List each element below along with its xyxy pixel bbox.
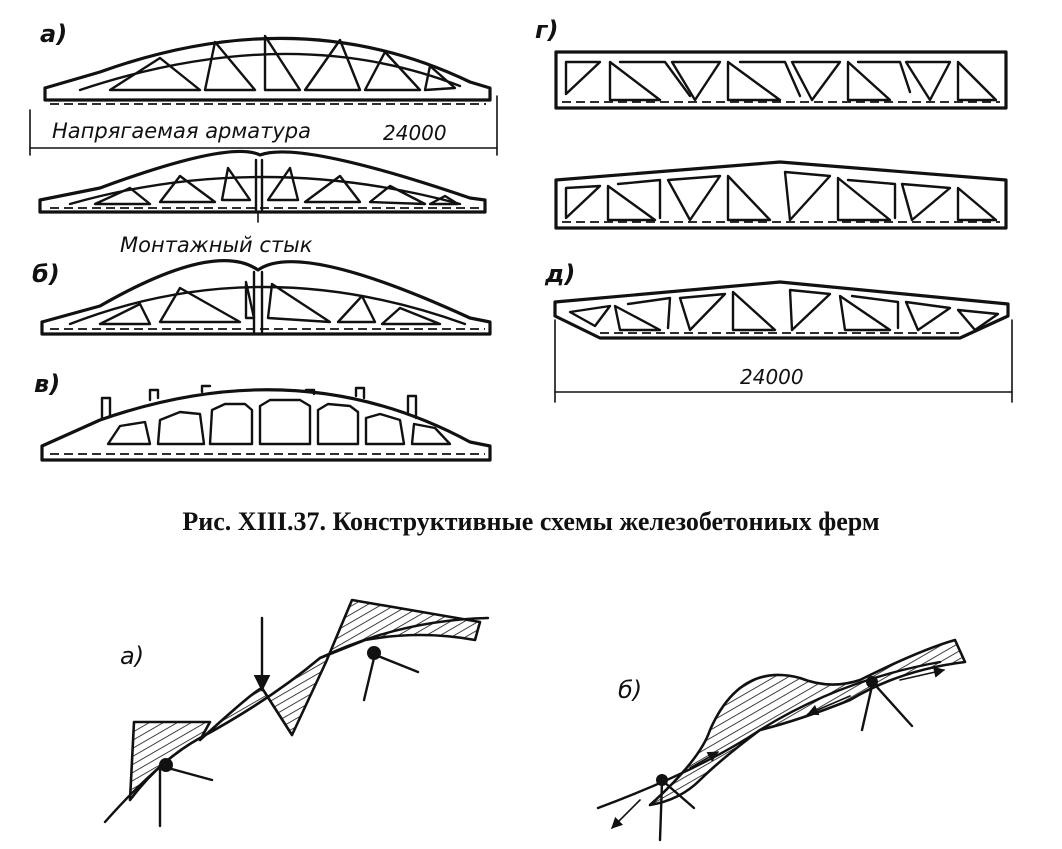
moment-b-support-right [806,666,946,732]
truss-g-lower-web [564,170,998,222]
scheme-v-letter: в) [34,370,60,398]
scheme-a-letter-text: а) [40,20,67,48]
truss-g-upper-outline [554,50,1008,110]
truss-a-lower-inner-chord [68,175,462,206]
truss-a-lower-outline [38,149,487,214]
figure-caption: Рис. XIII.37. Конструктивные схемы желез… [182,507,879,536]
moment-a-letter: а) [120,642,144,670]
truss-v-openings [106,398,452,446]
scheme-b-letter: б) [32,260,60,288]
moment-a-support-left-strut [166,766,214,782]
span-a-label: 24000 [383,121,447,145]
scheme-a-letter: а) [40,20,67,48]
truss-a-upper-web [108,34,457,92]
moment-b-support-left [611,751,719,842]
moment-b-left-tangent-arrow [689,751,719,769]
scheme-b-letter-text: б) [32,260,60,288]
truss-v-outline [40,388,492,462]
tendon-label: Напрягаемая арматура [52,119,311,143]
moment-b-letter-text: б) [618,676,642,704]
truss-a-lower-web [93,158,460,212]
moment-diagram-b [596,638,967,842]
truss-v-posts [100,384,418,420]
truss-g-upper [554,50,1008,110]
scheme-g-letter-text: г) [535,16,559,44]
moment-b-support-right-post [860,684,874,732]
moment-a-letter-text: а) [120,642,144,670]
truss-g-lower [554,160,1008,230]
truss-b-outline [40,259,492,336]
tendon-label-group: Напрягаемая арматура 24000 [29,95,498,156]
moment-a-support-right-post [362,656,376,702]
span-d-label: 24000 [740,365,804,389]
moment-b-support-left-post [658,780,664,842]
moment-a-support-right-strut [376,654,420,674]
moment-a-support-left [158,758,214,828]
truss-d-web [568,288,1000,332]
scheme-d-letter: д) [544,260,575,288]
truss-d-outline [553,280,1010,340]
moment-diagram-a [103,598,490,828]
truss-a-upper [43,34,492,105]
truss-v [40,384,492,462]
moment-a-hatched-area [128,598,482,802]
moment-b-support-left-strut [662,780,696,810]
truss-a-upper-top-chord [43,36,492,102]
dim-d: 24000 [554,319,1013,403]
moment-b-right-force-arrow-right [899,666,946,681]
moment-b-left-force-arrow [611,799,641,829]
scheme-d-letter-text: д) [544,260,575,288]
truss-b [40,259,492,336]
truss-a-lower: Монтажный стык [38,149,487,257]
moment-a-support-right [362,646,420,702]
truss-b-web [98,270,442,334]
moment-b-support-right-node [866,676,878,688]
scheme-v-letter-text: в) [34,370,60,398]
truss-b-inner-chord [68,285,467,326]
moment-b-hatched-area [648,638,967,807]
scheme-g-letter: г) [535,16,559,44]
truss-g-lower-outline [554,160,1008,230]
truss-g-upper-web [564,60,998,102]
truss-d [553,280,1010,340]
moment-b-support-right-strut [874,684,914,728]
moment-b-axis [596,660,942,810]
moment-b-right-force-arrow-left [806,695,851,716]
moment-b-letter: б) [618,676,642,704]
joint-label: Монтажный стык [120,233,313,257]
